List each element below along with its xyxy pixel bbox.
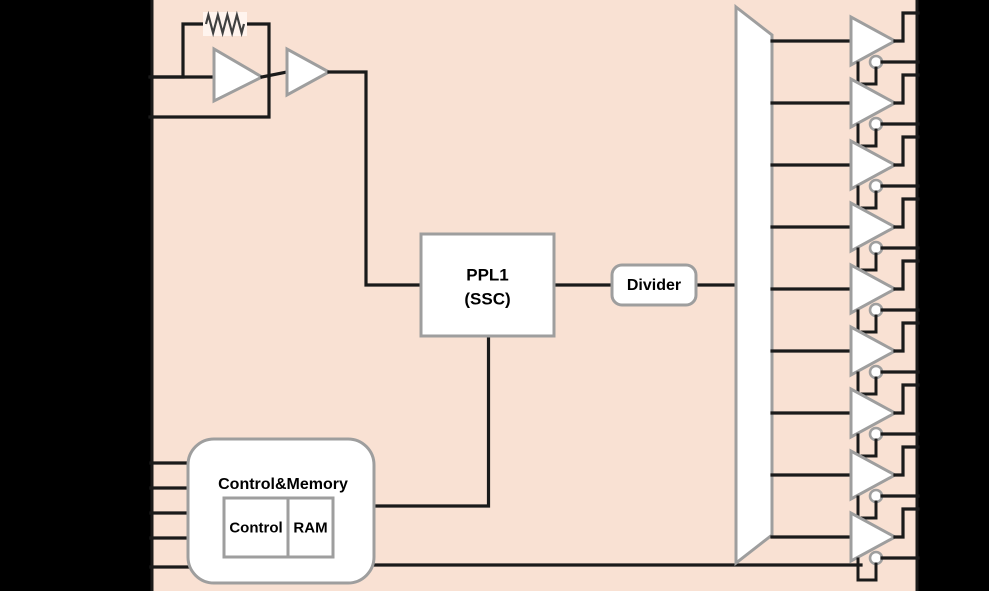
buffer-out-true-wire-3 [893,135,920,167]
output-buffer-icon-2 [849,76,899,130]
clock-distribution-block-icon [734,3,774,567]
xtal-out-wire [149,75,271,119]
output-buffer-icon-6 [849,324,899,378]
buffer-inv-tie-wire-7 [856,433,878,458]
output-buffer-bubble-icon-7 [868,426,884,442]
divider-block-shape [610,263,698,307]
buffer-inv-tie-wire-3 [856,185,878,210]
output-buffer-icon-4 [849,200,899,254]
buffer-inv-tie-wire-9 [856,557,878,582]
control-memory-label: Control&Memory [218,476,348,493]
buffer-out-true-wire-1 [893,11,920,43]
buffer-out-true-wire-2 [893,73,920,105]
output-buffer-icon-5 [849,262,899,316]
buffer-out-true-wire-7 [893,383,920,415]
buffer-out-true-wire-8 [893,445,920,477]
ram-label: RAM [293,519,327,536]
buffer-inv-tie-wire-1 [856,61,878,86]
buffer-out-true-wire-6 [893,321,920,353]
output-buffer-icon-1 [849,14,899,68]
output-buffer-bubble-icon-9 [868,550,884,566]
oscillator-inverter-1-icon [212,46,266,104]
output-buffer-bubble-icon-4 [868,240,884,256]
buffer-inv-tie-wire-8 [856,495,878,520]
control-label: Control [229,519,282,536]
output-buffer-bubble-icon-3 [868,178,884,194]
output-buffer-icon-7 [849,386,899,440]
output-buffer-icon-3 [849,138,899,192]
buffer-inv-tie-wire-5 [856,309,878,334]
pll1-block-shape [419,232,556,338]
output-buffer-bubble-icon-8 [868,488,884,504]
buffer-out-true-wire-4 [893,197,920,229]
buffer-inv-tie-wire-6 [856,371,878,396]
pll-to-control-wire [372,334,491,508]
pll1-label-line2: (SSC) [464,289,510,308]
buffer-out-true-wire-5 [893,259,920,291]
output-buffer-bubble-icon-5 [868,302,884,318]
buffer-inv-tie-wire-2 [856,123,878,148]
buffer-out-true-wire-9 [893,507,920,539]
osc-stage-link-wire [260,70,289,79]
output-buffer-icon-8 [849,448,899,502]
resistor-zigzag-icon [204,10,246,38]
divider-label: Divider [627,277,681,294]
output-buffer-icon-9 [849,510,899,564]
output-buffer-bubble-icon-1 [868,54,884,70]
ram-sub-block-shape [286,496,335,559]
buffer-inv-tie-wire-4 [856,247,878,272]
osc-to-pll-wire [327,70,423,287]
output-buffer-bubble-icon-6 [868,364,884,380]
feedback-wire-right [245,22,271,79]
output-buffer-bubble-icon-2 [868,116,884,132]
pll1-label-line1: PPL1 [466,265,509,284]
oscillator-inverter-2-icon [285,46,333,98]
